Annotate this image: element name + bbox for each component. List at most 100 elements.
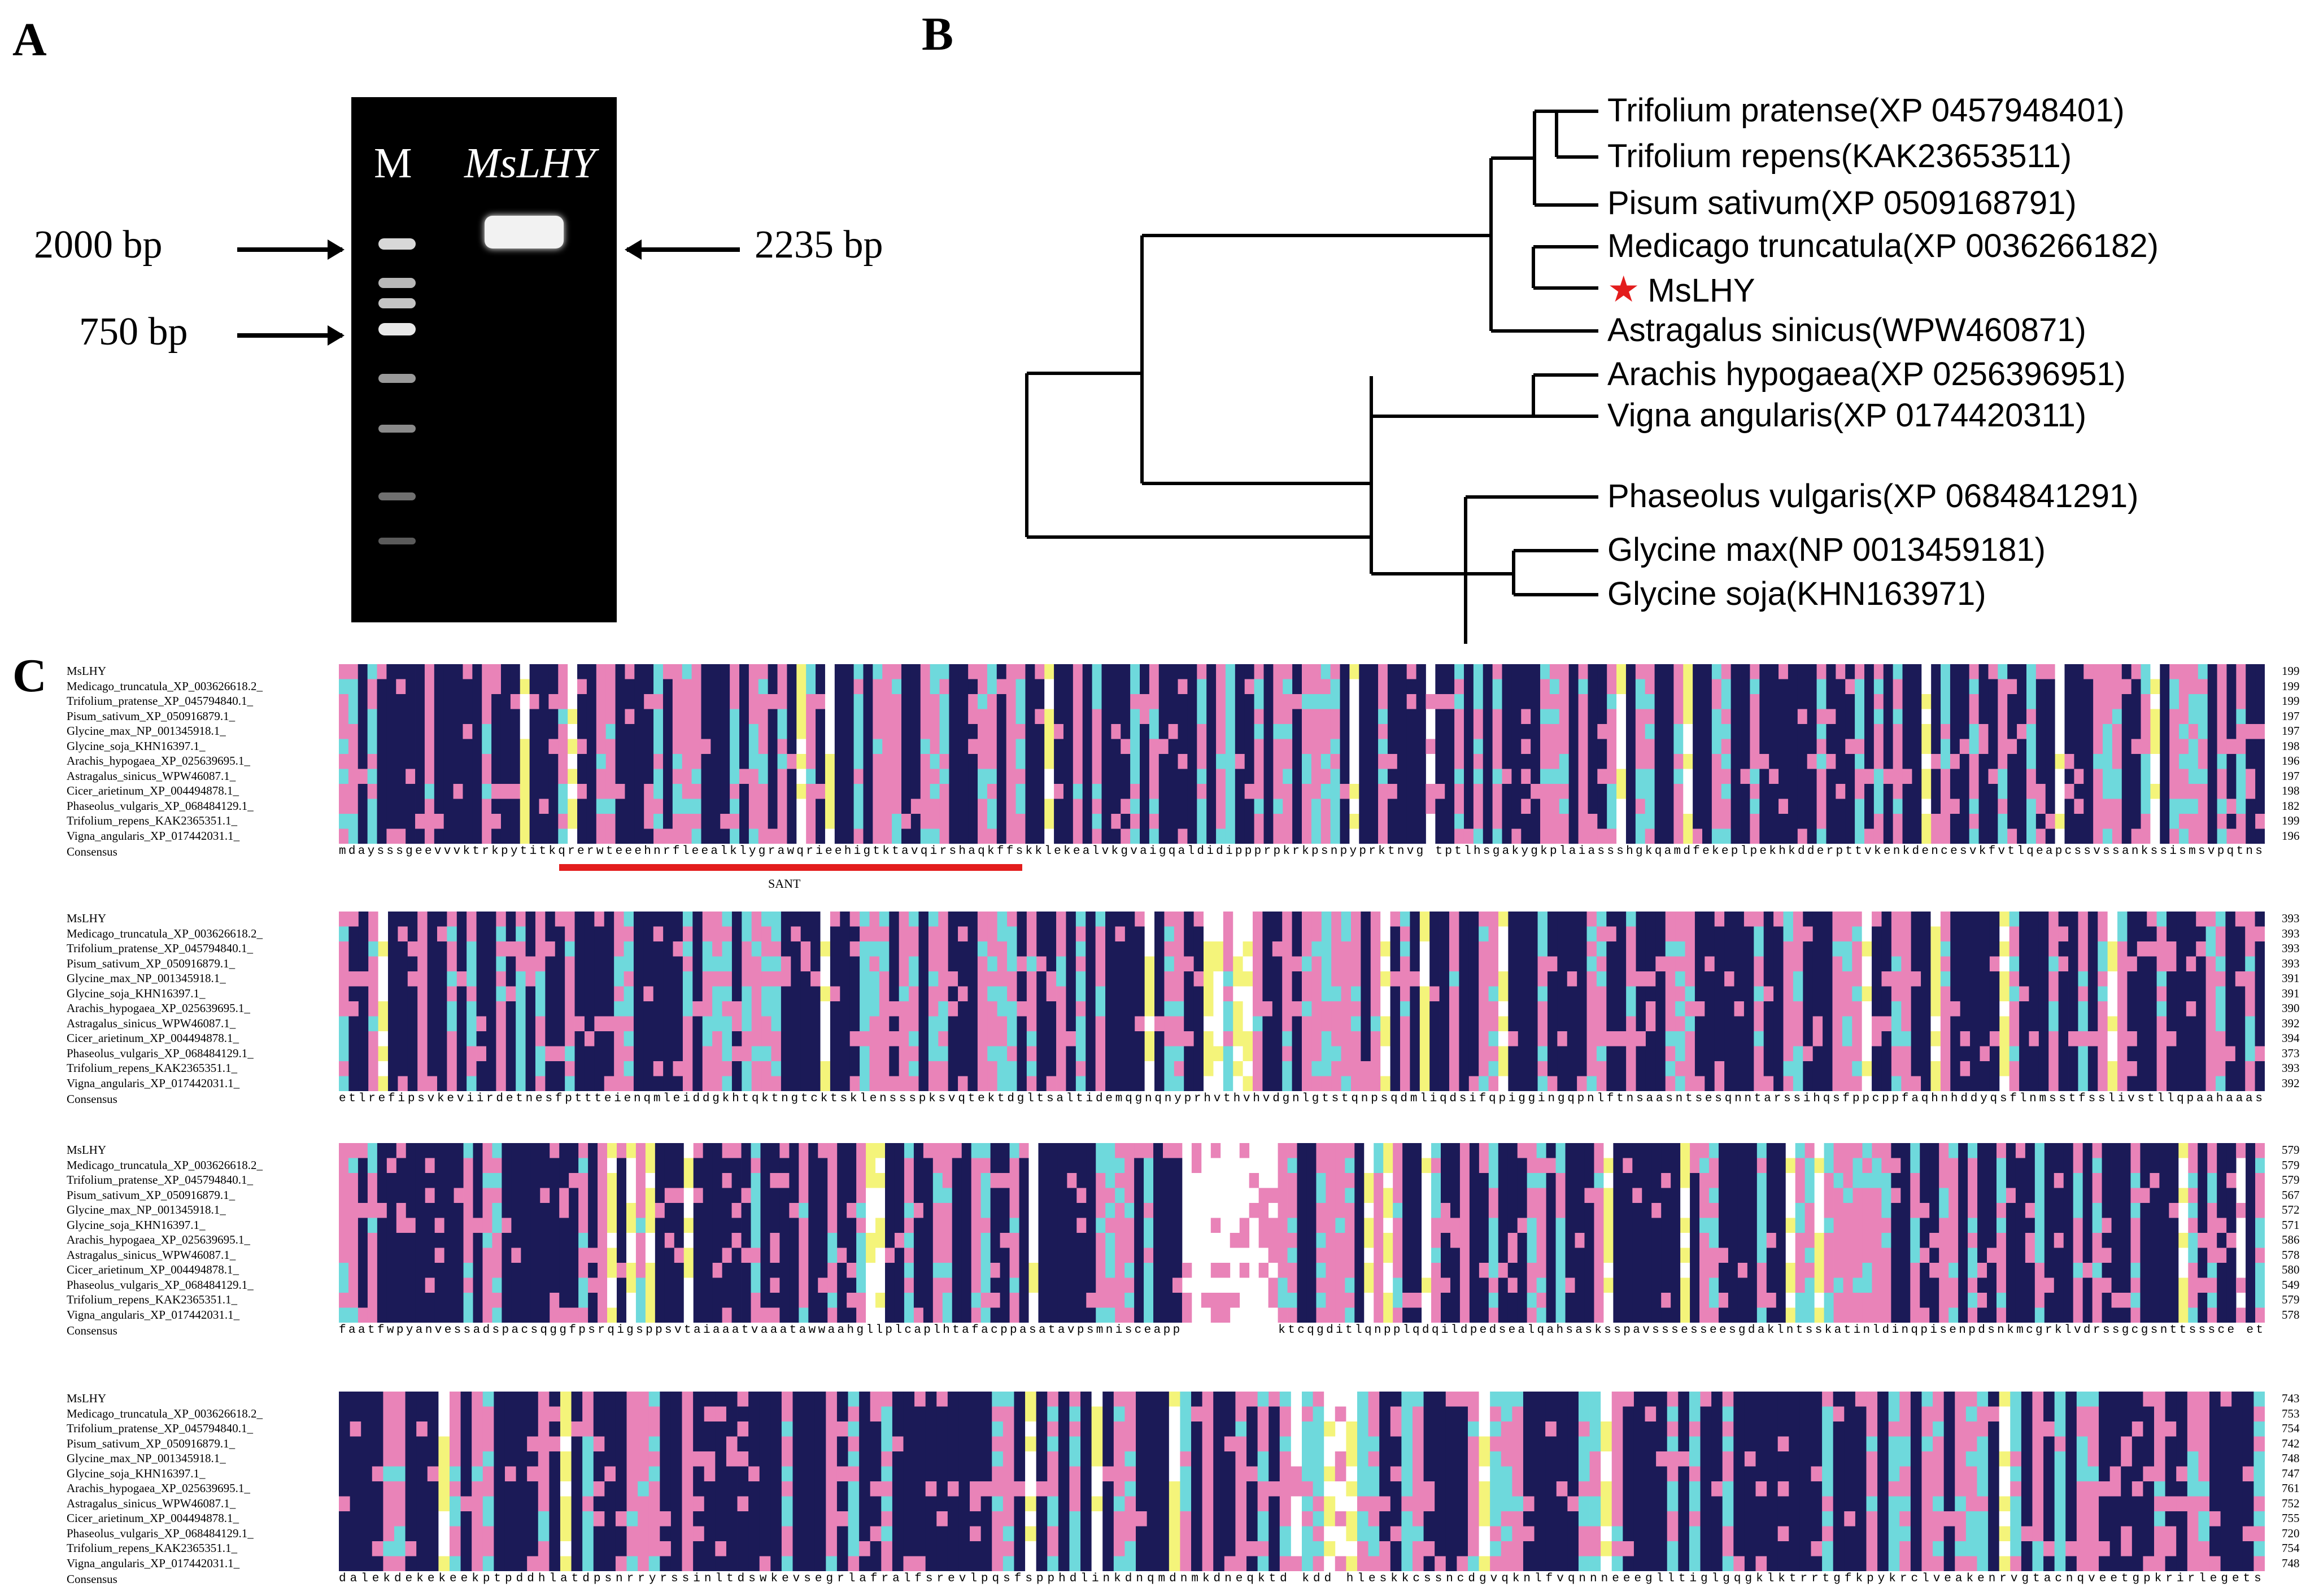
residue-cell: [1105, 1001, 1115, 1017]
residue-cell: [662, 694, 673, 709]
residue-cell: [2074, 679, 2084, 694]
residue-cell: [1940, 1016, 1951, 1031]
residue-cell: [751, 956, 762, 971]
residue-cell: [1911, 941, 1921, 957]
residue-cell: [977, 1076, 988, 1091]
residue-cell: [1368, 828, 1379, 844]
residue-cell: [367, 754, 377, 769]
residue-cell: [1017, 926, 1027, 941]
residue-cell: [2055, 799, 2065, 814]
residue-cell: [1468, 926, 1479, 941]
residue-cell: [892, 724, 902, 739]
residue-cell: [1823, 1031, 1833, 1046]
residue-cell: [2112, 814, 2122, 829]
residue-cell: [467, 941, 477, 957]
residue-cell: [1645, 679, 1655, 694]
residue-cell: [1783, 941, 1794, 957]
residue-cell: [1397, 679, 1407, 694]
residue-cell: [1547, 1031, 1558, 1046]
residue-cell: [545, 926, 556, 941]
residue-cell: [1597, 754, 1607, 769]
residue-cell: [1225, 814, 1236, 829]
residue-cell: [1292, 828, 1302, 844]
residue-cell: [742, 1046, 752, 1061]
residue-cell: [1015, 754, 1026, 769]
residue-cell: [1557, 956, 1568, 971]
residue-cell: [1685, 971, 1695, 987]
residue-cell: [751, 986, 762, 1001]
residue-cell: [1154, 926, 1165, 941]
residue-cell: [771, 912, 782, 927]
residue-cell: [1035, 739, 1045, 754]
residue-cell: [787, 694, 797, 709]
residue-cell: [682, 1076, 693, 1091]
residue-cell: [424, 784, 435, 799]
residue-cell: [768, 679, 778, 694]
residue-cell: [968, 709, 978, 724]
residue-count: 199: [2282, 814, 2300, 827]
residue-cell: [2038, 956, 2049, 971]
residue-cell: [443, 799, 454, 814]
residue-cell: [387, 1016, 398, 1031]
residue-cell: [1282, 912, 1292, 927]
residue-cell: [2017, 709, 2027, 724]
residue-cell: [1111, 739, 1121, 754]
residue-cell: [1063, 754, 1074, 769]
residue-cell: [505, 912, 516, 927]
residue-cell: [1788, 664, 1798, 679]
residue-cell: [2160, 799, 2170, 814]
residue-cell: [1654, 694, 1664, 709]
residue-cell: [910, 784, 921, 799]
residue-cell: [2226, 769, 2237, 784]
residue-cell: [1463, 679, 1474, 694]
residue-cell: [2150, 694, 2160, 709]
residue-cell: [2198, 679, 2208, 694]
residue-cell: [1714, 1016, 1725, 1031]
residue-cell: [1645, 739, 1655, 754]
residue-cell: [1066, 1031, 1076, 1046]
residue-cell: [2026, 814, 2037, 829]
residue-cell: [1683, 709, 1693, 724]
residue-cell: [1380, 1001, 1390, 1017]
residue-cell: [1115, 1016, 1126, 1031]
residue-cell: [1426, 784, 1436, 799]
size-label-750: 750 bp: [79, 310, 188, 354]
residue-cell: [1616, 739, 1627, 754]
residue-cell: [1187, 739, 1197, 754]
residue-cell: [1999, 1031, 2010, 1046]
residue-cell: [1184, 956, 1195, 971]
residue-cell: [584, 1076, 595, 1091]
residue-cell: [1075, 926, 1086, 941]
residue-cell: [358, 1031, 369, 1046]
residue-cell: [453, 799, 463, 814]
residue-cell: [1368, 709, 1379, 724]
residue-cell: [1158, 724, 1169, 739]
residue-cell: [787, 754, 797, 769]
residue-cell: [1931, 784, 1941, 799]
residue-cell: [1999, 1061, 2010, 1076]
residue-cell: [520, 814, 530, 829]
residue-cell: [348, 1248, 359, 1263]
residue-cell: [348, 1218, 359, 1233]
residue-count: 393: [2282, 941, 2300, 955]
residue-cell: [1330, 709, 1340, 724]
residue-cell: [1999, 1016, 2010, 1031]
residue-cell: [1881, 1016, 1892, 1031]
residue-cell: [958, 941, 968, 957]
residue-cell: [2169, 709, 2179, 724]
residue-cell: [1095, 941, 1106, 957]
residue-cell: [1978, 814, 1989, 829]
residue-cell: [437, 1001, 447, 1017]
residue-cell: [1273, 694, 1283, 709]
residue-cell: [1492, 769, 1502, 784]
residue-cell: [1645, 799, 1655, 814]
residue-cell: [1292, 1061, 1302, 1076]
residue-cell: [615, 814, 625, 829]
residue-cell: [1502, 724, 1512, 739]
residue-cell: [574, 941, 585, 957]
residue-cell: [1056, 1076, 1066, 1091]
residue-cell: [348, 739, 359, 754]
residue-cell: [2078, 912, 2089, 927]
residue-cell: [1435, 679, 1445, 694]
residue-cell: [339, 956, 349, 971]
